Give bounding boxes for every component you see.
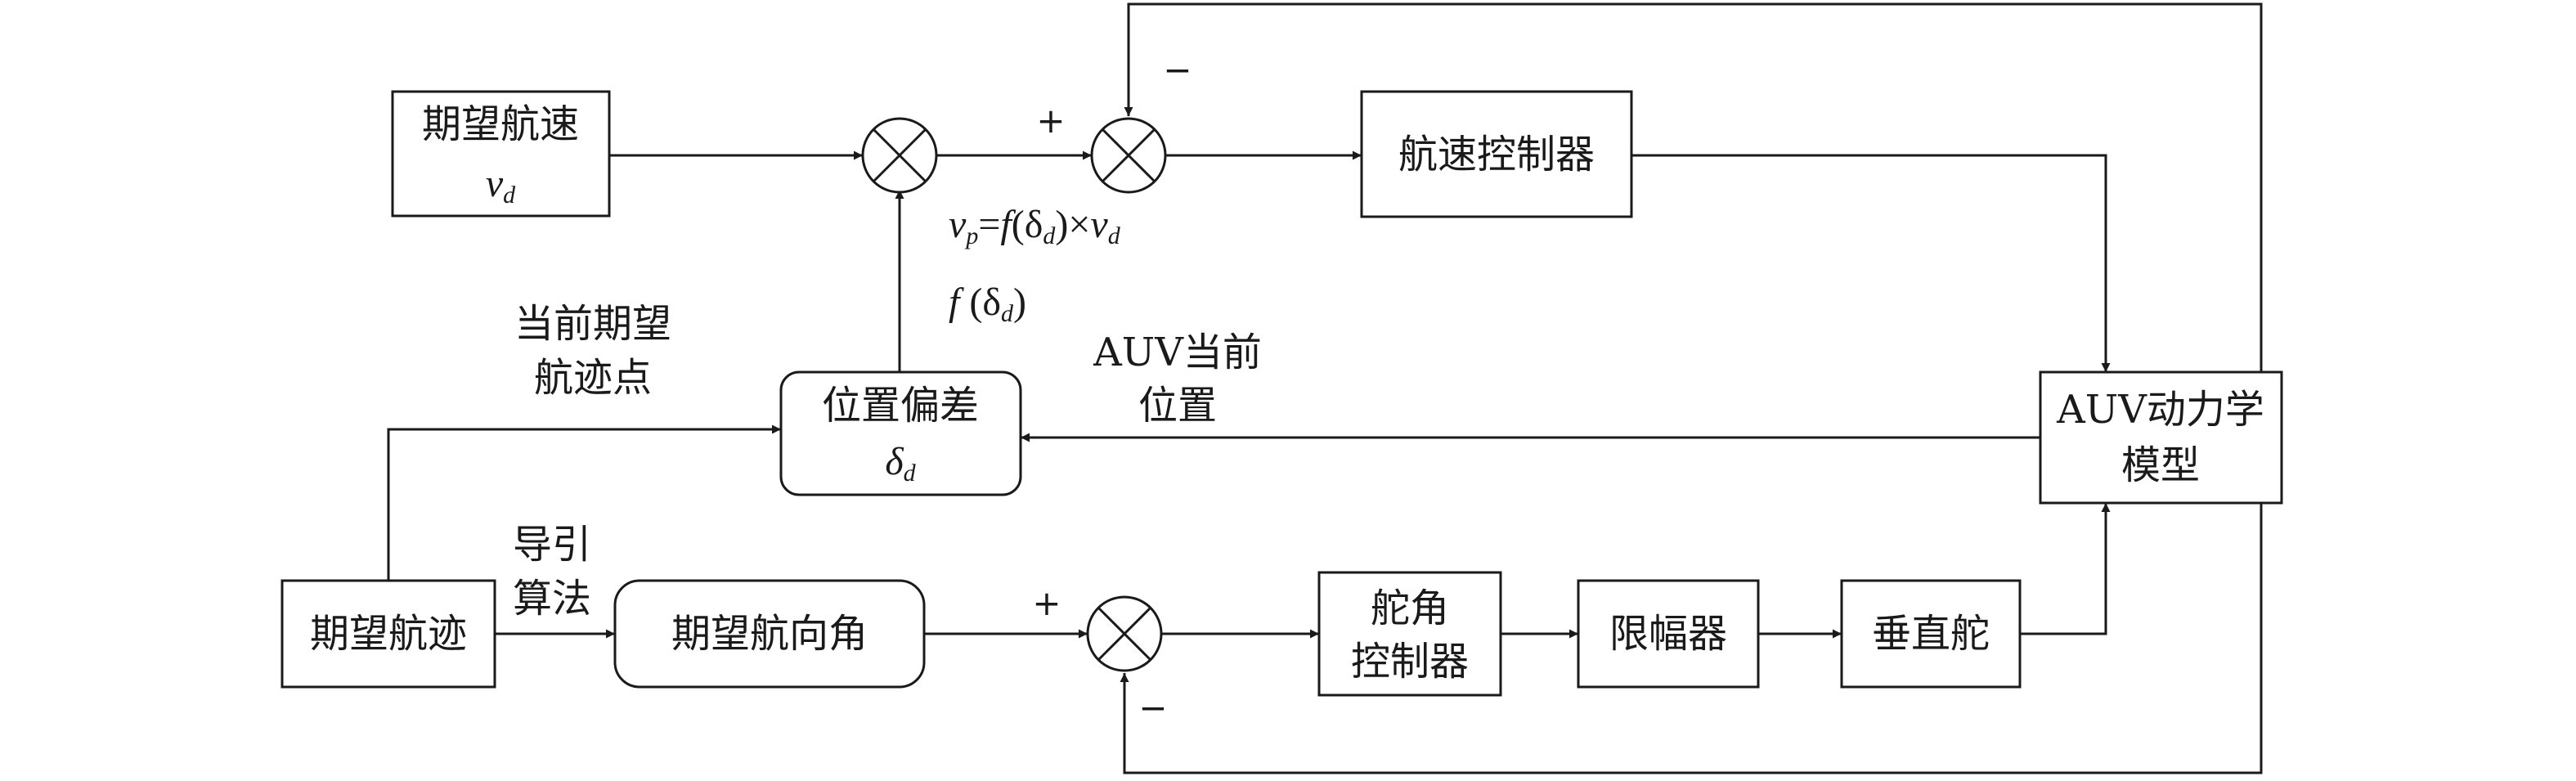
auv-current-position-line1: AUV当前 bbox=[1093, 330, 1262, 375]
speed-controller-block: 航速控制器 bbox=[1360, 90, 1633, 218]
heading-minus-sign: − bbox=[1138, 688, 1167, 728]
rudder-controller-label-line2: 控制器 bbox=[1351, 639, 1469, 684]
auv-model-label-line1: AUV动力学 bbox=[2056, 387, 2264, 433]
summing-junction-1 bbox=[861, 117, 938, 194]
desired-speed-block: 期望航速 vd bbox=[391, 90, 611, 218]
auv-dynamics-model-block: AUV动力学 模型 bbox=[2039, 370, 2283, 505]
vp-formula-label: vp=f(δd)×vd bbox=[949, 203, 1121, 249]
speed-minus-sign: − bbox=[1163, 50, 1192, 90]
wire-vertical-rudder-to-auv bbox=[2020, 503, 2111, 635]
position-error-block: 位置偏差 δd bbox=[779, 370, 1022, 496]
limiter-block: 限幅器 bbox=[1577, 579, 1760, 689]
desired-speed-symbol: vd bbox=[486, 162, 516, 209]
vertical-rudder-block: 垂直舵 bbox=[1840, 579, 2022, 689]
summing-junction-3 bbox=[1086, 595, 1163, 672]
current-desired-point-line1: 当前期望 bbox=[514, 301, 671, 347]
wire-trajectory-to-error bbox=[387, 424, 781, 581]
vertical-rudder-label: 垂直舵 bbox=[1872, 611, 1990, 657]
guidance-algorithm-line2: 算法 bbox=[513, 576, 591, 622]
desired-speed-label: 期望航速 bbox=[422, 101, 579, 147]
desired-trajectory-label: 期望航迹 bbox=[310, 611, 467, 657]
auv-current-position-line2: 位置 bbox=[1138, 383, 1217, 429]
wire-speed-feedback bbox=[1124, 2, 2263, 376]
position-error-label: 位置偏差 bbox=[822, 383, 979, 429]
rudder-controller-block: 舵角 控制器 bbox=[1317, 571, 1502, 697]
summing-junction-2 bbox=[1090, 117, 1167, 194]
wire-heading-feedback bbox=[1120, 503, 2263, 774]
auv-model-label-line2: 模型 bbox=[2121, 442, 2200, 488]
desired-heading-label: 期望航向角 bbox=[671, 611, 868, 657]
current-desired-point-line2: 航迹点 bbox=[534, 355, 652, 401]
speed-controller-label: 航速控制器 bbox=[1398, 132, 1595, 177]
wire-speed-controller-to-auv bbox=[1631, 154, 2111, 372]
position-error-symbol: δd bbox=[885, 440, 916, 487]
f-delta-label: f (δd) bbox=[949, 281, 1026, 327]
heading-plus-sign: + bbox=[1032, 583, 1061, 623]
speed-plus-sign: + bbox=[1036, 101, 1065, 141]
guidance-algorithm-line1: 导引 bbox=[513, 522, 591, 568]
rudder-controller-label-line1: 舵角 bbox=[1371, 586, 1449, 631]
desired-heading-block: 期望航向角 bbox=[613, 579, 926, 689]
desired-trajectory-block: 期望航迹 bbox=[280, 579, 496, 689]
limiter-label: 限幅器 bbox=[1609, 611, 1727, 657]
